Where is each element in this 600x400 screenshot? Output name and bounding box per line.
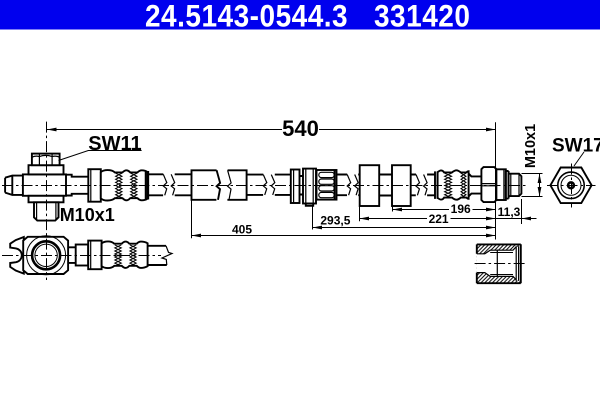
svg-text:SW17: SW17 (552, 135, 600, 156)
svg-text:405: 405 (232, 223, 252, 237)
svg-text:331420: 331420 (374, 0, 470, 34)
svg-text:SW11: SW11 (88, 133, 141, 155)
svg-text:196: 196 (451, 202, 471, 216)
svg-text:221: 221 (429, 212, 449, 226)
svg-text:M10x1: M10x1 (523, 124, 539, 168)
svg-text:11,3: 11,3 (498, 205, 521, 219)
svg-text:293,5: 293,5 (320, 213, 350, 227)
svg-text:540: 540 (282, 116, 319, 141)
svg-text:24.5143-0544.3: 24.5143-0544.3 (145, 0, 348, 34)
svg-text:M10x1: M10x1 (60, 205, 115, 225)
